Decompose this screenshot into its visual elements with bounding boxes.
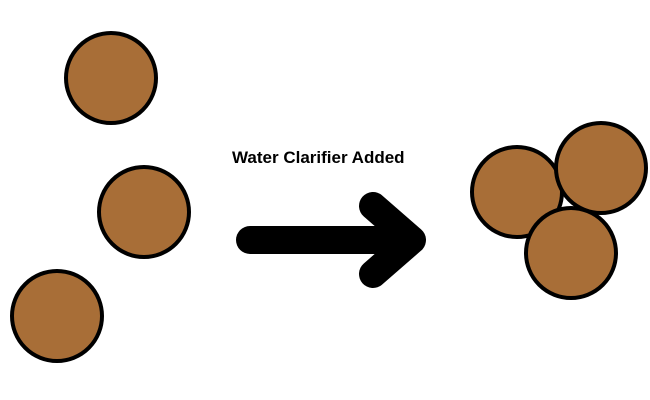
dispersed-particle <box>97 165 191 259</box>
clumped-particles-group <box>470 121 648 300</box>
dispersed-particles-group <box>10 31 191 363</box>
dispersed-particle <box>10 269 104 363</box>
clumped-particle <box>554 121 648 215</box>
caption-label: Water Clarifier Added <box>232 148 405 167</box>
dispersed-particle <box>64 31 158 125</box>
clumped-particle <box>524 206 618 300</box>
arrow-right-icon <box>236 192 426 288</box>
